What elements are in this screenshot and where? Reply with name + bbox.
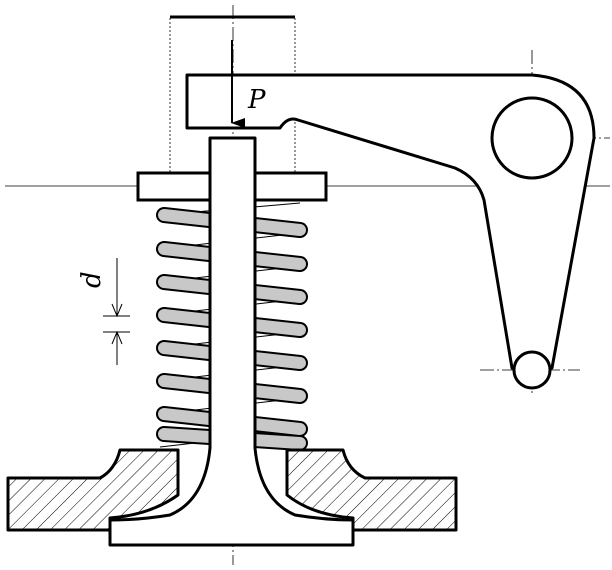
wire-diameter-dimension	[103, 258, 130, 365]
wire-diameter-label: d	[77, 271, 107, 288]
valve-stem	[108, 136, 355, 547]
pivot-circle	[490, 96, 574, 180]
roller-circle	[512, 350, 552, 390]
cylinder-head-section	[6, 448, 458, 532]
force-label: P	[247, 85, 266, 115]
